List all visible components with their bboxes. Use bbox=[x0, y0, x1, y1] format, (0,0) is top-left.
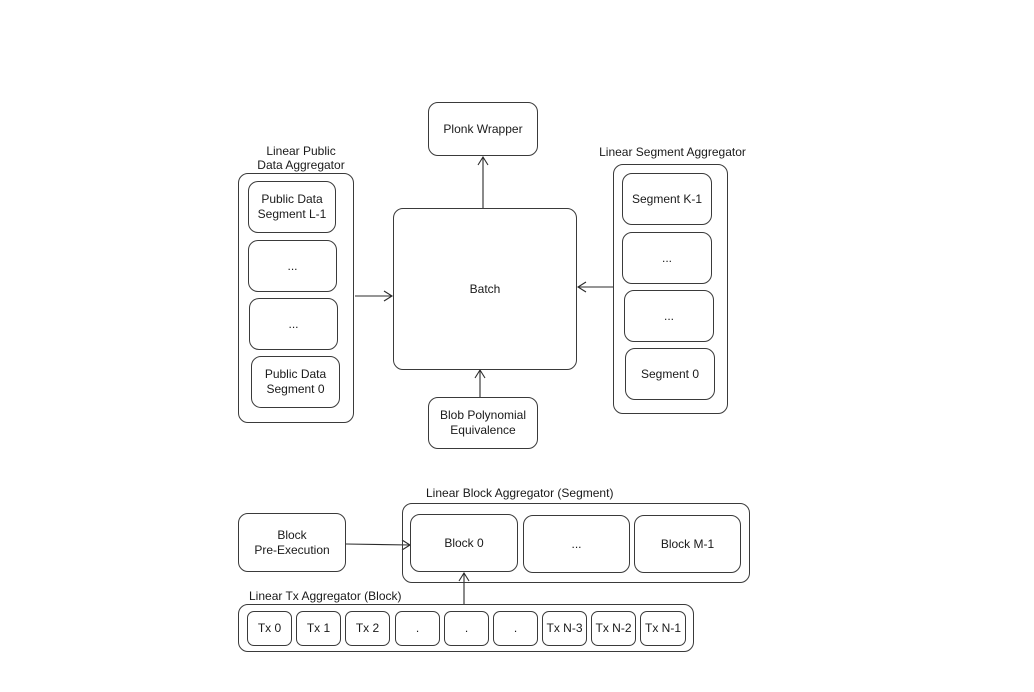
tx-item: Tx 2 bbox=[345, 611, 390, 646]
public-aggregator-title: Linear Public Data Aggregator bbox=[257, 144, 345, 172]
public-segment-item: ... bbox=[249, 298, 338, 350]
batch-node: Batch bbox=[393, 208, 577, 370]
block-item: ... bbox=[523, 515, 630, 573]
segment-item: Segment 0 bbox=[625, 348, 715, 400]
arrow-preexec-to-block0 bbox=[345, 543, 411, 546]
segment-aggregator-title: Linear Segment Aggregator bbox=[599, 145, 746, 159]
segment-item: ... bbox=[622, 232, 712, 284]
arrowhead-public bbox=[383, 290, 394, 302]
public-segment-item: ... bbox=[248, 240, 337, 292]
arrowhead-blob bbox=[474, 368, 486, 379]
block-aggregator-title: Linear Block Aggregator (Segment) bbox=[426, 486, 614, 500]
blob-polynomial-node: Blob Polynomial Equivalence bbox=[428, 397, 538, 449]
plonk-wrapper-node: Plonk Wrapper bbox=[428, 102, 538, 156]
segment-aggregator-group bbox=[613, 164, 728, 414]
tx-item: Tx 0 bbox=[247, 611, 292, 646]
tx-item: Tx N-2 bbox=[591, 611, 636, 646]
arrowhead-plonk bbox=[477, 155, 489, 166]
public-segment-item: Public Data Segment L-1 bbox=[248, 181, 336, 233]
block-pre-execution-node: Block Pre-Execution bbox=[238, 513, 346, 572]
arrowhead-segment bbox=[576, 281, 587, 293]
tx-item: Tx N-3 bbox=[542, 611, 587, 646]
tx-aggregator-group bbox=[238, 604, 694, 652]
public-segment-item: Public Data Segment 0 bbox=[251, 356, 340, 408]
block-aggregator-group bbox=[402, 503, 750, 583]
tx-item: . bbox=[395, 611, 440, 646]
segment-item: ... bbox=[624, 290, 714, 342]
segment-item: Segment K-1 bbox=[622, 173, 712, 225]
block-item: Block 0 bbox=[410, 514, 518, 572]
tx-aggregator-title: Linear Tx Aggregator (Block) bbox=[249, 589, 402, 603]
block-item: Block M-1 bbox=[634, 515, 741, 573]
public-aggregator-group bbox=[238, 173, 354, 423]
tx-item: . bbox=[493, 611, 538, 646]
tx-item: Tx 1 bbox=[296, 611, 341, 646]
tx-item: Tx N-1 bbox=[640, 611, 686, 646]
tx-item: . bbox=[444, 611, 489, 646]
